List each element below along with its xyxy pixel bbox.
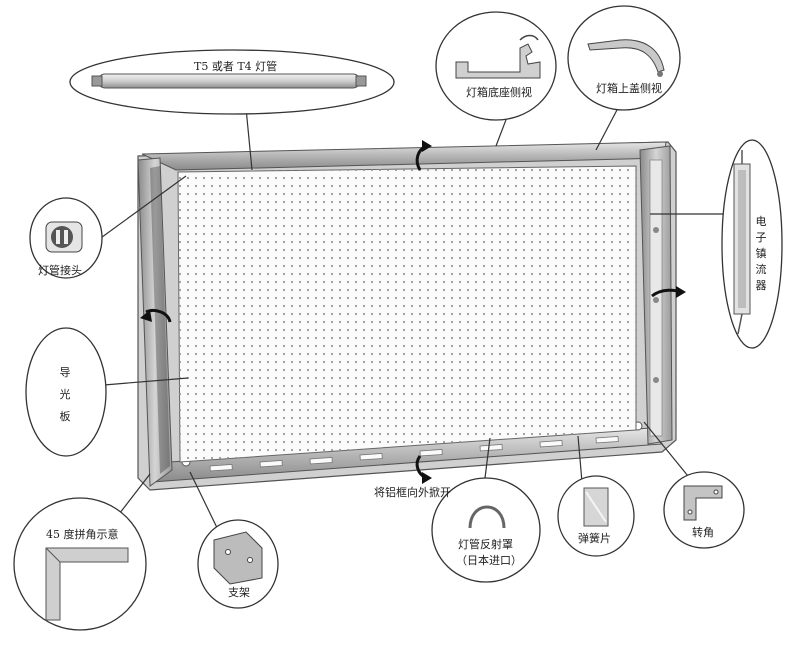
- callout-bracket: [197, 519, 279, 609]
- label-corner-piece: 转角: [692, 526, 714, 539]
- label-lamp-tube: T5 或者 T4 灯管: [194, 60, 278, 73]
- callout-corner-piece: [663, 471, 745, 549]
- lightbox-frame: [137, 141, 677, 491]
- callout-spring-clip: [557, 475, 635, 557]
- label-bracket: 支架: [228, 586, 250, 599]
- label-electronic-ballast: 电子镇流器: [755, 215, 767, 292]
- open-arrows: [140, 140, 686, 484]
- callout-tube-connector: [29, 197, 103, 279]
- callout-base-side-view: [435, 11, 557, 121]
- callout-lamp-tube: [69, 49, 395, 115]
- label-tube-connector: 灯管接头: [38, 264, 82, 277]
- callout-reflector: [431, 477, 541, 583]
- label-spring-clip: 弹簧片: [578, 532, 611, 545]
- label-reflector-origin: （日本进口）: [456, 554, 522, 567]
- leader-lines: [91, 103, 726, 539]
- label-open-outward: 将铝框向外掀开: [374, 486, 451, 499]
- callout-top-cover-side-view: [567, 5, 681, 111]
- label-base-side-view: 灯箱底座侧视: [466, 86, 532, 99]
- label-top-cover-side-view: 灯箱上盖侧视: [596, 82, 662, 95]
- callout-light-guide-plate: [25, 327, 107, 457]
- callout-electronic-ballast: [721, 139, 783, 349]
- label-light-guide-plate: 导光板: [59, 366, 71, 423]
- callout-miter-corner: [13, 497, 147, 631]
- label-miter-corner: 45 度拼角示意: [46, 528, 119, 541]
- label-reflector: 灯管反射罩: [458, 538, 513, 551]
